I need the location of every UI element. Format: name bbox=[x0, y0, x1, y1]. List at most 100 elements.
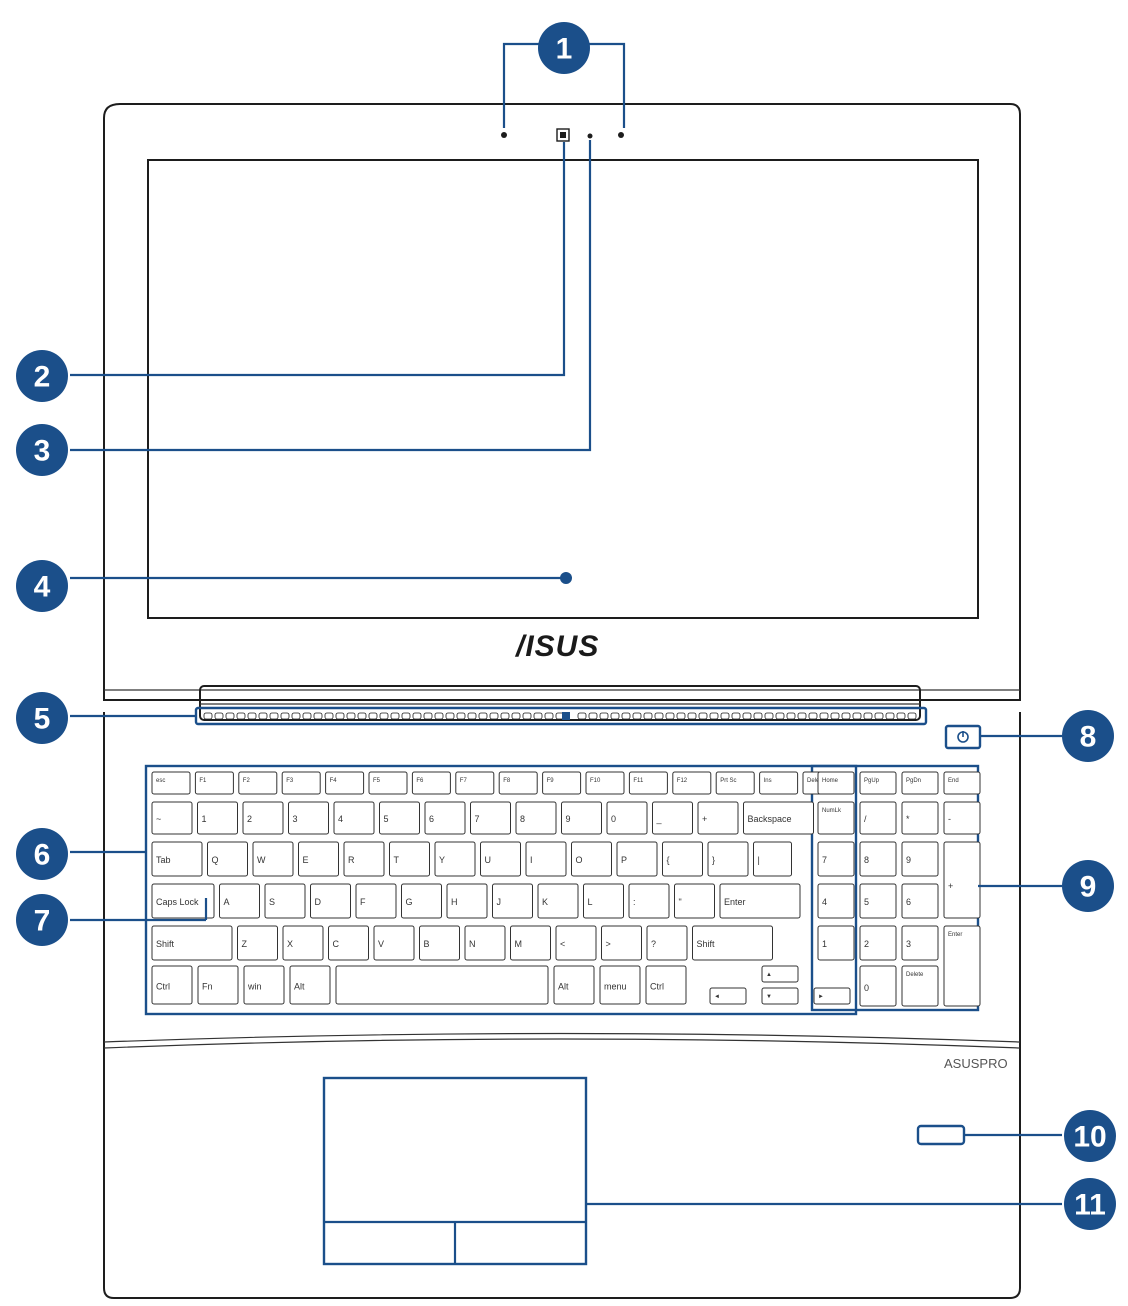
number-row-key bbox=[515, 801, 557, 835]
vent-slot bbox=[665, 712, 675, 720]
vent-slot bbox=[544, 712, 554, 720]
key-label: NumLk bbox=[822, 808, 842, 814]
key-label: U bbox=[485, 855, 492, 865]
key-label: 5 bbox=[384, 814, 389, 824]
key-label: 6 bbox=[429, 814, 434, 824]
touchpad bbox=[322, 1076, 588, 1266]
key-label: V bbox=[378, 939, 384, 949]
key-label: | bbox=[758, 855, 760, 865]
vent-slot bbox=[753, 712, 763, 720]
vent-slot bbox=[654, 712, 664, 720]
key-label: 1 bbox=[822, 939, 827, 949]
key-label: F8 bbox=[503, 778, 511, 784]
vent-slot bbox=[797, 712, 807, 720]
callout-5: 5 bbox=[16, 692, 68, 744]
home-row-key bbox=[492, 883, 533, 919]
vent-slot bbox=[368, 712, 378, 720]
key-label: F bbox=[360, 897, 366, 907]
air-vents bbox=[203, 712, 917, 720]
fn-row-key bbox=[194, 771, 234, 795]
key-label: _ bbox=[656, 814, 663, 824]
vent-slot bbox=[467, 712, 477, 720]
key-label: B bbox=[424, 939, 430, 949]
svg-text:8: 8 bbox=[1080, 721, 1097, 754]
key-label: : bbox=[633, 897, 636, 907]
key-label: Alt bbox=[294, 982, 305, 992]
key-label: ~ bbox=[156, 814, 161, 824]
qwerty-row-key bbox=[480, 841, 521, 877]
number-row-key bbox=[561, 801, 602, 835]
shift-row-key bbox=[151, 925, 233, 961]
key-label: ? bbox=[651, 939, 656, 949]
home-row-key bbox=[537, 883, 579, 919]
fn-row-key bbox=[628, 771, 668, 795]
key-label: H bbox=[451, 897, 458, 907]
number-row-key bbox=[288, 801, 329, 835]
callout-6: 6 bbox=[16, 828, 68, 880]
vent-highlight bbox=[194, 706, 928, 726]
numpad-key bbox=[859, 801, 897, 835]
key-label: < bbox=[560, 939, 565, 949]
shift-row-key bbox=[237, 925, 278, 961]
numpad-key bbox=[901, 883, 939, 919]
camera-indicator bbox=[587, 133, 593, 139]
shift-row-key bbox=[555, 925, 597, 961]
callout-3: 3 bbox=[16, 424, 68, 476]
numpad-top-key bbox=[901, 771, 939, 795]
numpad-top-key bbox=[817, 771, 855, 795]
leader-1 bbox=[502, 42, 626, 128]
vent-slot bbox=[313, 712, 323, 720]
number-row-key bbox=[151, 801, 193, 835]
fn-row-key bbox=[281, 771, 321, 795]
vent-slot bbox=[489, 712, 499, 720]
vent-slot bbox=[731, 712, 741, 720]
key-label: 8 bbox=[520, 814, 525, 824]
vent-slot bbox=[522, 712, 532, 720]
vent-slot bbox=[511, 712, 521, 720]
key-label: 1 bbox=[202, 814, 207, 824]
key-label: S bbox=[269, 897, 275, 907]
qwerty-row-key bbox=[434, 841, 476, 877]
numpad-plus-key bbox=[943, 841, 981, 919]
key-label: 3 bbox=[906, 939, 911, 949]
vent-slot bbox=[214, 712, 224, 720]
key-label: " bbox=[679, 897, 682, 907]
key-label: X bbox=[287, 939, 293, 949]
numpad-key bbox=[817, 801, 855, 835]
svg-text:5: 5 bbox=[34, 703, 51, 736]
key-label: * bbox=[906, 814, 910, 824]
key-label: PgDn bbox=[906, 778, 921, 784]
key-label: - bbox=[948, 814, 951, 824]
key-label: Caps Lock bbox=[156, 897, 199, 907]
key-label: F5 bbox=[373, 778, 381, 784]
vent-slot bbox=[841, 712, 851, 720]
vent-slot bbox=[885, 712, 895, 720]
vent-slot bbox=[599, 712, 609, 720]
vent-slot bbox=[632, 712, 642, 720]
key-label: 3 bbox=[293, 814, 298, 824]
key-label: F12 bbox=[677, 778, 688, 784]
fingerprint-sensor bbox=[916, 1124, 966, 1146]
key-label: I bbox=[530, 855, 533, 865]
home-row-key bbox=[151, 883, 215, 919]
keyboard-highlight bbox=[144, 764, 858, 1016]
key-label: Ctrl bbox=[156, 982, 170, 992]
vent-slot bbox=[896, 712, 906, 720]
fn-row-key bbox=[368, 771, 408, 795]
bottom-row-key bbox=[553, 965, 595, 1005]
vent-slot bbox=[225, 712, 235, 720]
key-label: ◄ bbox=[714, 994, 720, 1000]
vent-slot bbox=[324, 712, 334, 720]
vent-slot bbox=[401, 712, 411, 720]
callout-2: 2 bbox=[16, 350, 68, 402]
key-label: 8 bbox=[864, 855, 869, 865]
callout-8: 8 bbox=[1062, 710, 1114, 762]
arrow-up-key bbox=[761, 965, 799, 983]
key-label: 2 bbox=[864, 939, 869, 949]
display-lid bbox=[103, 103, 1021, 701]
home-row-key bbox=[628, 883, 670, 919]
key-label: ▼ bbox=[766, 994, 772, 1000]
bottom-row-key bbox=[289, 965, 331, 1005]
vent-slot bbox=[390, 712, 400, 720]
